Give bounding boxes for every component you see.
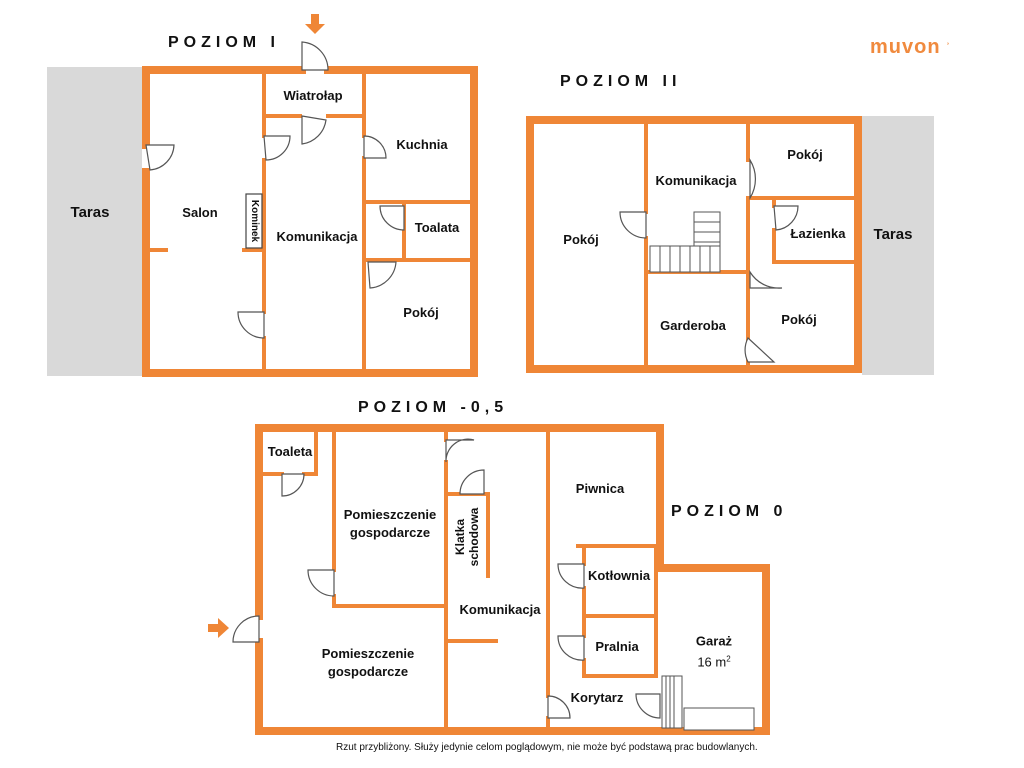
room-garaz: Garaż 16 m2 — [696, 632, 732, 671]
terrace-right — [862, 116, 934, 375]
room-taras-right: Taras — [873, 226, 913, 243]
garaz-door — [635, 693, 661, 719]
entrance-arrow-left — [208, 618, 229, 638]
room-komunikacja-l2: Komunikacja — [655, 173, 737, 188]
klatka-line2: schodowa — [467, 507, 481, 567]
pom-gosp-bottom-line2: gospodarcze — [327, 664, 409, 679]
room-kominek: Kominek — [249, 199, 260, 243]
lower-entrance-door — [232, 615, 260, 643]
doors — [145, 41, 799, 719]
garaz-label: Garaż — [695, 633, 733, 649]
level-1-walls — [142, 66, 478, 377]
entrance-arrow-top — [305, 14, 325, 34]
stairs-l2 — [649, 211, 721, 273]
garage-fixtures — [661, 675, 755, 731]
kotlownia-door — [557, 563, 585, 589]
pralnia-door — [557, 635, 585, 661]
wiatrolap-door — [301, 115, 327, 145]
room-pokoj-l2-top: Pokój — [787, 147, 823, 162]
room-wiatrolap: Wiatrołap — [283, 88, 343, 103]
klatka-inner-door — [459, 469, 485, 495]
lazienka-door — [773, 205, 799, 231]
room-pom-gospodarcze-top: Pomieszczenie gospodarcze — [344, 506, 437, 542]
level-minus-05-title: POZIOM -0,5 — [358, 399, 509, 416]
pom-gosp-top-door — [307, 569, 335, 597]
salon-terrace-door — [145, 144, 175, 171]
garaz-area: 16 m2 — [697, 654, 731, 670]
kuchnia-door — [363, 135, 387, 159]
room-kuchnia: Kuchnia — [396, 137, 448, 152]
room-pokoj-l2-left: Pokój — [563, 232, 599, 247]
toaleta-door — [281, 473, 305, 497]
room-garderoba: Garderoba — [660, 318, 726, 333]
terrace-left — [47, 67, 142, 376]
pom-gosp-top-line1: Pomieszczenie — [343, 507, 437, 522]
pom-gosp-top-line2: gospodarcze — [349, 525, 431, 540]
room-klatka-schodowa: Klatka schodowa — [453, 508, 481, 567]
entrance-door — [301, 41, 329, 71]
pokoj-l1-door — [367, 261, 397, 289]
stair-door — [749, 269, 783, 289]
pokoj-l2-left-door — [619, 211, 647, 239]
room-korytarz: Korytarz — [570, 690, 624, 705]
kominek-box — [245, 193, 263, 249]
brand-logo-mark: ˒ — [946, 34, 950, 48]
korytarz-door — [547, 695, 571, 719]
room-komunikacja-l0: Komunikacja — [459, 602, 541, 617]
pokoj-l2-bottom-door — [744, 337, 776, 363]
level-2-walls — [526, 116, 862, 373]
room-taras-left: Taras — [70, 204, 110, 221]
salon-door-bottom — [237, 311, 265, 339]
room-lazienka: Łazienka — [790, 226, 846, 241]
disclaimer-note: Rzut przybliżony. Służy jedynie celom po… — [336, 742, 758, 753]
room-toaleta: Toaleta — [267, 444, 313, 459]
room-kotlownia: Kotłownia — [587, 568, 651, 583]
toalata-door — [379, 205, 405, 231]
komunikacja-door-1 — [263, 135, 291, 161]
brand-logo: muvon — [870, 36, 941, 58]
klatka-line1: Klatka — [453, 518, 467, 556]
room-piwnica: Piwnica — [575, 481, 625, 496]
room-pralnia: Pralnia — [595, 639, 639, 654]
room-pokoj-l2-bottom: Pokój — [781, 312, 817, 327]
klatka-top-door — [445, 438, 475, 463]
level-2-title: POZIOM II — [560, 73, 682, 90]
level-0-title: POZIOM 0 — [671, 503, 788, 520]
room-salon: Salon — [182, 205, 218, 220]
room-pokoj-l1: Pokój — [403, 305, 439, 320]
room-komunikacja-l1: Komunikacja — [276, 229, 358, 244]
level-1-title: POZIOM I — [168, 34, 280, 51]
pom-gosp-bottom-line1: Pomieszczenie — [321, 646, 415, 661]
room-toalata: Toalata — [414, 220, 460, 235]
komunikacja-l2-door — [749, 157, 756, 201]
room-pom-gospodarcze-bottom: Pomieszczenie gospodarcze — [322, 645, 415, 681]
lower-level-walls — [255, 424, 770, 735]
